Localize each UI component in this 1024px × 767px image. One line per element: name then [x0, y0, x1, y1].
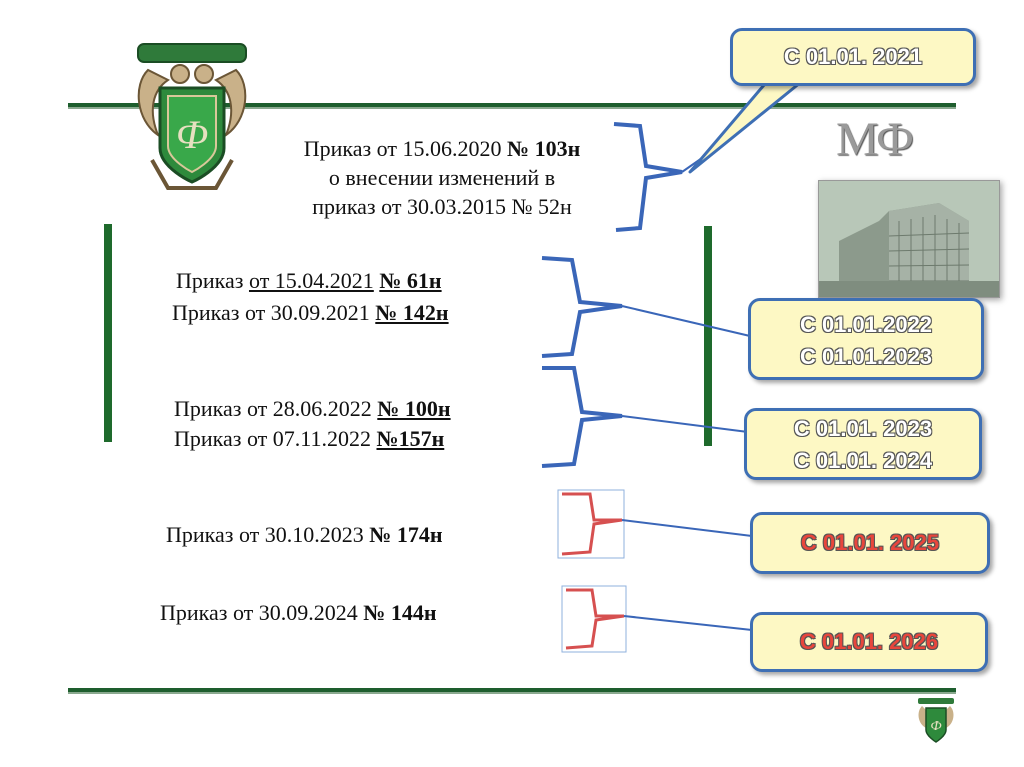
right-vertical-bar — [704, 226, 712, 446]
order-103n: Приказ от 15.06.2020 № 103н о внесении и… — [246, 134, 638, 221]
svg-text:Ф: Ф — [930, 719, 941, 734]
order-61n-date: от 15.04.2021 — [248, 268, 374, 293]
order-61n-number: № 61н — [379, 268, 442, 293]
callout-2026: С 01.01. 2026 — [750, 612, 988, 672]
order-103n-date: Приказ от 15.06.2020 — [303, 136, 507, 161]
order-157n: Приказ от 07.11.2022 №157н — [174, 426, 445, 451]
callout-2022-2023: С 01.01.2022 С 01.01.2023 — [748, 298, 984, 380]
order-100n-number: № 100н — [377, 396, 451, 421]
order-142n-number: № 142н — [375, 300, 449, 325]
mf-logo: МФ — [836, 113, 914, 166]
callout-2021: С 01.01. 2021 — [730, 28, 976, 86]
callout-2025: С 01.01. 2025 — [750, 512, 990, 574]
callout-2023-2024: С 01.01. 2023 С 01.01. 2024 — [744, 408, 982, 480]
order-100n: Приказ от 28.06.2022 № 100н — [174, 396, 451, 421]
order-103n-subject: о внесении изменений в — [328, 165, 556, 191]
top-divider — [68, 103, 956, 109]
building-icon — [819, 181, 999, 297]
ministry-building-image — [818, 180, 1000, 298]
left-vertical-bar — [104, 224, 112, 442]
order-61n: Приказ от 15.04.2021 № 61н — [176, 268, 442, 293]
order-174n: Приказ от 30.10.2023 № 174н — [166, 522, 443, 547]
ministry-emblem-icon: Ф — [137, 43, 247, 190]
small-emblem-icon: Ф — [918, 698, 954, 743]
order-103n-reference: приказ от 30.03.2015 № 52н — [312, 194, 572, 220]
bottom-divider — [68, 688, 956, 694]
order-157n-number: №157н — [376, 426, 445, 451]
order-103n-number: № 103н — [507, 136, 581, 161]
order-144n-number: № 144н — [363, 600, 437, 625]
svg-text:Ф: Ф — [176, 112, 208, 157]
order-144n: Приказ от 30.09.2024 № 144н — [160, 600, 437, 625]
order-174n-number: № 174н — [369, 522, 443, 547]
order-142n: Приказ от 30.09.2021 № 142н — [172, 300, 449, 325]
